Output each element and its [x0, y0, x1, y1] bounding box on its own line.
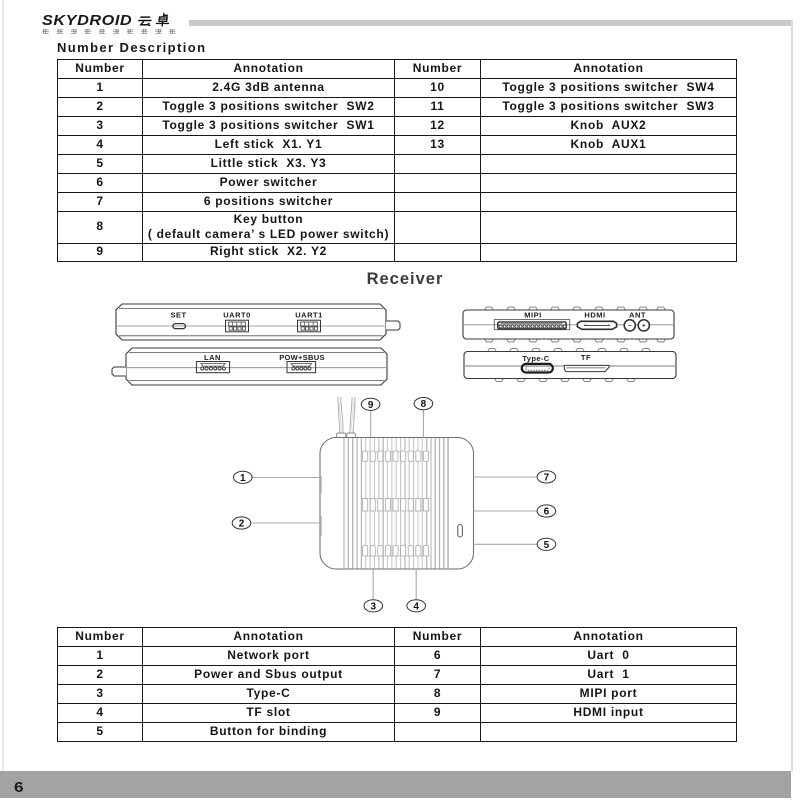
svg-text:Type-C: Type-C [522, 354, 549, 363]
svg-text:2: 2 [239, 519, 245, 530]
svg-text:UART0: UART0 [223, 311, 251, 320]
svg-text:SET: SET [170, 311, 186, 320]
svg-text:ANT: ANT [629, 311, 646, 320]
svg-text:7: 7 [544, 473, 550, 484]
svg-text:MIPI: MIPI [524, 311, 541, 320]
svg-text:8: 8 [421, 399, 427, 410]
svg-text:UART1: UART1 [295, 311, 323, 320]
svg-text:4: 4 [413, 601, 419, 612]
svg-text:1: 1 [240, 473, 246, 484]
svg-text:HDMI: HDMI [584, 311, 605, 320]
svg-text:POW+SBUS: POW+SBUS [279, 353, 325, 362]
svg-text:3: 3 [371, 601, 377, 612]
svg-text:9: 9 [368, 400, 374, 411]
svg-text:5: 5 [544, 540, 550, 551]
svg-text:LAN: LAN [204, 353, 221, 362]
svg-text:TF: TF [581, 353, 591, 362]
svg-text:6: 6 [544, 507, 550, 518]
